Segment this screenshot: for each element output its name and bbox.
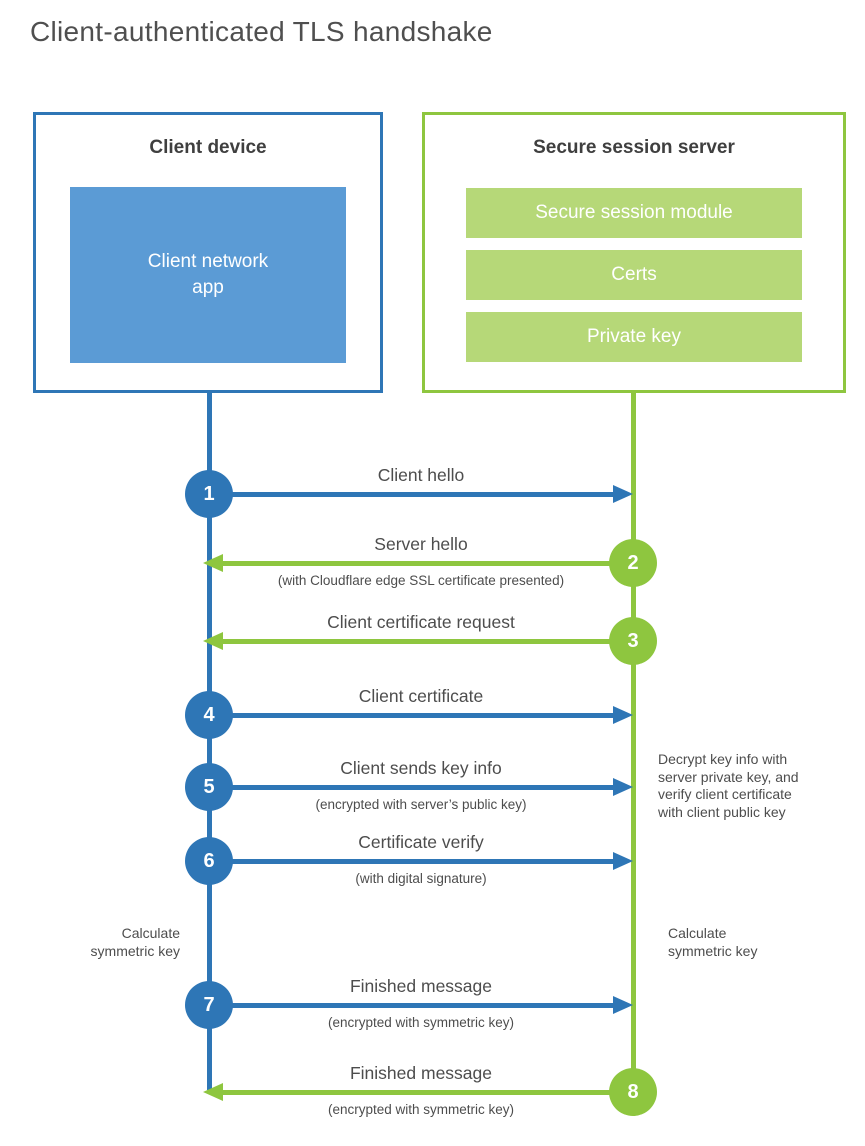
calc-symmetric-key-server: Calculate symmetric key — [668, 925, 758, 959]
arrowhead-1 — [613, 485, 633, 503]
step-badge-3: 3 — [609, 617, 657, 665]
arrowhead-3 — [203, 632, 223, 650]
client-lifeline — [207, 393, 212, 1090]
message-label-8: Finished message — [349, 1063, 493, 1083]
step-badge-7: 7 — [185, 981, 233, 1029]
step-badge-1: 1 — [185, 470, 233, 518]
step-badge-8: 8 — [609, 1068, 657, 1116]
step-badge-4: 4 — [185, 691, 233, 739]
message-arrow-7 — [209, 1003, 617, 1008]
step-badge-6: 6 — [185, 837, 233, 885]
client-network-app-box: Client network app — [70, 187, 346, 363]
message-arrow-3 — [219, 639, 633, 644]
secure-session-module-bar: Secure session module — [466, 188, 802, 238]
arrowhead-2 — [203, 554, 223, 572]
client-device-title: Client device — [149, 137, 267, 158]
message-label-5: Client sends key info — [340, 758, 502, 778]
arrowhead-4 — [613, 706, 633, 724]
page-title: Client-authenticated TLS handshake — [30, 16, 493, 47]
message-subtitle-2: (with Cloudflare edge SSL certificate pr… — [277, 573, 565, 588]
client-device-box: Client device Client network app — [33, 112, 383, 393]
message-label-1: Client hello — [377, 465, 465, 485]
message-arrow-8 — [219, 1090, 633, 1095]
message-subtitle-8: (encrypted with symmetric key) — [327, 1102, 515, 1117]
calc-symmetric-key-client: Calculate symmetric key — [90, 925, 180, 959]
arrowhead-7 — [613, 996, 633, 1014]
message-subtitle-7: (encrypted with symmetric key) — [327, 1015, 515, 1030]
server-lifeline — [631, 393, 636, 1093]
message-label-4: Client certificate — [358, 686, 484, 706]
arrowhead-8 — [203, 1083, 223, 1101]
message-subtitle-5: (encrypted with server’s public key) — [315, 797, 527, 812]
secure-session-server-box: Secure session server Secure session mod… — [422, 112, 846, 393]
step-badge-5: 5 — [185, 763, 233, 811]
message-label-3: Client certificate request — [327, 612, 515, 632]
certs-bar: Certs — [466, 250, 802, 300]
message-label-6: Certificate verify — [358, 832, 484, 852]
message-label-2: Server hello — [374, 534, 468, 554]
private-key-bar: Private key — [466, 312, 802, 362]
decrypt-note: Decrypt key info with server private key… — [658, 751, 799, 820]
message-label-7: Finished message — [349, 976, 493, 996]
message-arrow-5 — [209, 785, 617, 790]
message-arrow-4 — [209, 713, 617, 718]
message-subtitle-6: (with digital signature) — [355, 871, 487, 886]
message-arrow-6 — [209, 859, 617, 864]
arrowhead-6 — [613, 852, 633, 870]
arrowhead-5 — [613, 778, 633, 796]
message-arrow-1 — [209, 492, 617, 497]
message-arrow-2 — [219, 561, 633, 566]
secure-session-server-title: Secure session server — [533, 137, 735, 158]
step-badge-2: 2 — [609, 539, 657, 587]
